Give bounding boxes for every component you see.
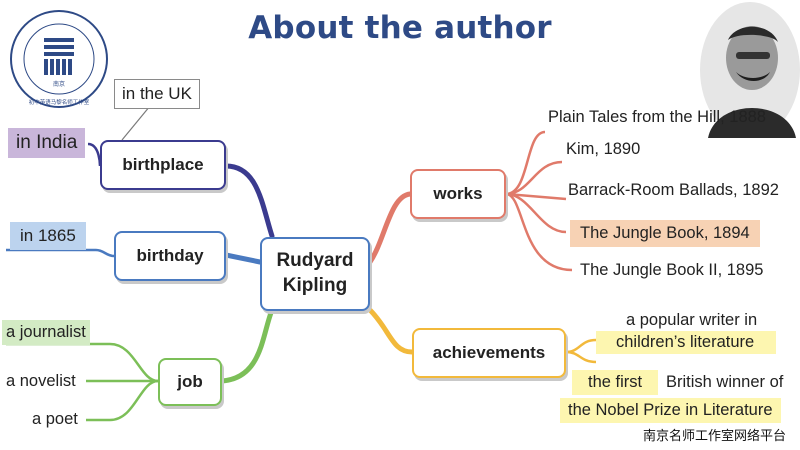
studio-logo: 南京 初中英语马黎名师工作室 (10, 10, 108, 108)
leaf-in-the-uk: in the UK (114, 79, 200, 109)
leaf-a-poet: a poet (32, 410, 78, 428)
connector-in-the-uk (121, 105, 151, 141)
connector-work-3 (505, 192, 567, 201)
leaf-work-plain-tales: Plain Tales from the Hill, 1888 (548, 108, 766, 126)
author-portrait (700, 2, 800, 138)
logo-bottom-text: 初中英语马黎名师工作室 (29, 98, 90, 106)
connector-achieve-1 (565, 338, 597, 354)
leaf-a-journalist: a journalist (2, 320, 90, 345)
connector-in-india (87, 142, 102, 167)
connector-achieve-2 (565, 350, 597, 364)
branch-birthday: birthday (114, 231, 226, 281)
page-title: About the author (248, 10, 552, 46)
connector-work-4 (505, 192, 567, 234)
connector-achievements (367, 307, 415, 355)
leaf-in-india: in India (8, 128, 86, 158)
center-node-rudyard-kipling: Rudyard Kipling (260, 237, 370, 311)
leaf-childrens-literature: children’s literature (596, 331, 777, 354)
leaf-a-novelist: a novelist (6, 372, 76, 390)
connector-poet (86, 379, 159, 422)
leaf-work-kim: Kim, 1890 (566, 140, 641, 158)
leaf-in-1865: in 1865 (10, 222, 86, 250)
branch-job: job (158, 358, 222, 406)
branch-birthplace: birthplace (100, 140, 226, 190)
connector-works (367, 191, 413, 265)
footer-watermark: 南京名师工作室网络平台 (642, 428, 786, 443)
leaf-the-first: the first (572, 370, 659, 395)
leaf-nobel-prize: the Nobel Prize in Literature (560, 398, 781, 423)
branch-achievements: achievements (412, 328, 566, 378)
connector-journalist (6, 342, 159, 383)
leaf-work-barrack-room-ballads: Barrack-Room Ballads, 1892 (568, 181, 779, 199)
leaf-popular-writer: a popular writer in (626, 311, 758, 329)
leaf-work-jungle-book-ii: The Jungle Book II, 1895 (580, 261, 764, 279)
leaf-british-winner: British winner of (666, 373, 784, 391)
connector-in-1865 (6, 248, 115, 258)
connector-birthday (223, 252, 263, 265)
logo-center-text: 南京 (53, 80, 65, 88)
connector-work-2 (505, 160, 563, 196)
branch-works: works (410, 169, 506, 219)
connector-work-5 (505, 192, 573, 272)
connector-job (219, 307, 275, 384)
connector-birthplace (223, 163, 275, 239)
leaf-work-jungle-book: The Jungle Book, 1894 (570, 220, 760, 247)
